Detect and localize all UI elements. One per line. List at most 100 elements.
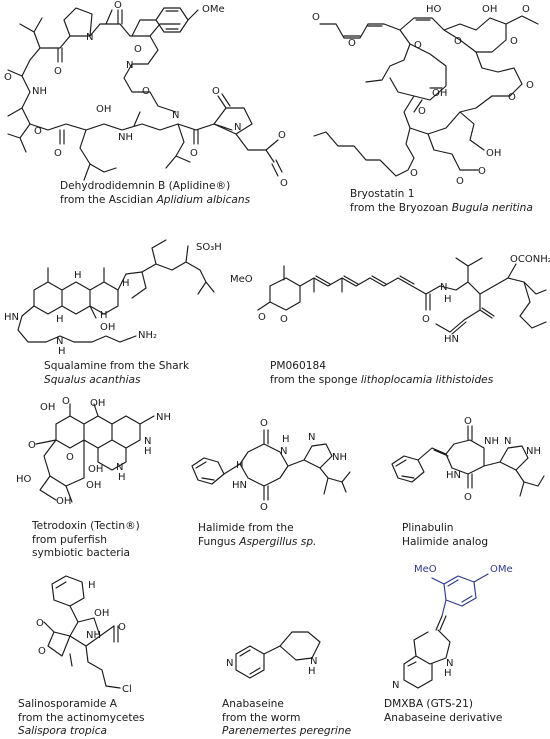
- atom-oh: OH: [96, 104, 111, 115]
- atom-o: O: [114, 0, 122, 11]
- atom-n: N: [280, 446, 287, 457]
- atom-h: H: [444, 668, 452, 679]
- atom-o: O: [260, 502, 268, 513]
- caption-tetrodoxin-line2: from puferfish: [32, 533, 107, 546]
- atom-hn: HN: [4, 312, 19, 323]
- atom-oconh2: OCONH₂: [510, 254, 550, 265]
- atom-oh: OH: [482, 4, 497, 15]
- atom-o: O: [36, 618, 44, 629]
- atom-oh: OH: [56, 496, 71, 507]
- atom-so3h: SO₃H: [196, 242, 222, 253]
- atom-n: N: [144, 436, 151, 447]
- caption-salinosporamide-line3: Salispora tropica: [18, 725, 108, 737]
- atom-o: O: [478, 166, 486, 177]
- atom-n: N: [86, 32, 93, 43]
- caption-pm060184-line2: from the sponge lithoplocamia lithistoid…: [270, 373, 494, 386]
- atom-h: H: [56, 314, 64, 325]
- atom-o: O: [34, 126, 42, 137]
- atom-o: O: [54, 148, 62, 159]
- atom-o: O: [190, 148, 198, 159]
- atom-o: O: [62, 396, 70, 407]
- structure-dmxba: MeO OMe N H N: [392, 564, 513, 691]
- atom-o: O: [280, 178, 288, 189]
- atom-o: O: [278, 130, 286, 141]
- atom-o: O: [260, 418, 268, 429]
- caption-tetrodoxin: Tetrodoxin (Tectin®) from puferfish symb…: [32, 520, 140, 561]
- atom-o: O: [54, 66, 62, 77]
- atom-n: N: [172, 110, 179, 121]
- caption-halimide-line2: Fungus Aspergillus sp.: [198, 535, 317, 548]
- structure-pm060184: MeO O O O N H HN OCONH₂: [230, 254, 550, 345]
- atom-n: N: [56, 336, 63, 347]
- atom-nh2: NH₂: [138, 330, 157, 341]
- caption-salinosporamide-line2: from the actinomycetes: [18, 711, 145, 724]
- caption-aplidine-line1: Dehydrodidemnin B (Aplidine®): [60, 180, 231, 192]
- caption-aplidine-line2: from the Ascidian Aplidium albicans: [60, 193, 251, 206]
- atom-oh: OH: [100, 322, 115, 333]
- caption-plinabulin: Plinabulin Halimide analog: [402, 522, 488, 549]
- atom-o: O: [522, 4, 530, 15]
- atom-o: O: [526, 80, 534, 91]
- caption-pm060184: PM060184 from the sponge lithoplocamia l…: [270, 360, 493, 387]
- atom-n: N: [446, 658, 453, 669]
- caption-anabaseine-line1: Anabaseine: [222, 698, 284, 710]
- atom-oh: OH: [40, 402, 55, 413]
- atom-n: N: [226, 658, 233, 669]
- atom-oh: OH: [90, 398, 105, 409]
- atom-o: O: [38, 646, 46, 657]
- atom-o: O: [118, 622, 126, 633]
- atom-h: H: [100, 310, 108, 321]
- caption-dmxba-line1: DMXBA (GTS-21): [384, 698, 474, 710]
- atom-oh: OH: [88, 464, 103, 475]
- caption-dmxba-line2: Anabaseine derivative: [384, 711, 503, 724]
- atom-n: N: [504, 436, 511, 447]
- atom-n: N: [310, 656, 317, 667]
- structure-salinosporamide: OH O O O NH H Cl: [36, 575, 132, 695]
- atom-h: H: [308, 666, 316, 677]
- caption-tetrodoxin-line1: Tetrodoxin (Tectin®): [32, 520, 140, 532]
- atom-o: O: [142, 86, 150, 97]
- caption-bryostatin: Bryostatin 1 from the Bryozoan Bugula ne…: [350, 188, 533, 215]
- caption-anabaseine-line3: Parenemertes peregrine: [222, 725, 352, 737]
- atom-ome: OMe: [202, 4, 225, 15]
- caption-squalamine-line2: Squalus acanthias: [44, 373, 141, 386]
- atom-h: H: [122, 278, 130, 289]
- atom-hn: HN: [444, 334, 459, 345]
- atom-meo: MeO: [414, 564, 437, 575]
- caption-plinabulin-line1: Plinabulin: [402, 522, 454, 534]
- caption-salinosporamide-line1: Salinosporamide A: [18, 698, 117, 710]
- atom-ho: HO: [16, 474, 32, 485]
- atom-o: O: [66, 452, 74, 463]
- atom-nh: NH: [484, 436, 499, 447]
- caption-anabaseine-line2: from the worm: [222, 711, 301, 724]
- caption-pm060184-line1: PM060184: [270, 360, 326, 372]
- atom-o: O: [312, 12, 320, 23]
- structure-anabaseine: N N H: [226, 631, 321, 679]
- atom-o: O: [4, 72, 12, 83]
- atom-hn: HN: [446, 470, 461, 481]
- caption-halimide: Halimide from the Fungus Aspergillus sp.: [198, 522, 316, 549]
- atom-nh: NH: [156, 412, 171, 423]
- atom-n: N: [392, 680, 399, 691]
- caption-squalamine-line1: Squalamine from the Shark: [44, 360, 190, 372]
- atom-o: O: [212, 86, 220, 97]
- atom-n: N: [126, 60, 133, 71]
- structure-bryostatin: O O O O O O O O O O HO OH OH OH O O: [312, 4, 539, 187]
- atom-n: N: [440, 282, 447, 293]
- atom-o: O: [410, 168, 418, 179]
- structure-halimide: O O N H HN N NH H: [191, 418, 351, 513]
- atom-h: H: [144, 446, 152, 457]
- atom-n: N: [116, 462, 123, 473]
- structure-plinabulin: O O HN NH N NH: [391, 416, 545, 503]
- caption-bryostatin-line2: from the Bryozoan Bugula neritina: [350, 201, 533, 214]
- caption-salinosporamide: Salinosporamide A from the actinomycetes…: [18, 698, 145, 739]
- caption-aplidine: Dehydrodidemnin B (Aplidine®) from the A…: [60, 180, 250, 207]
- caption-bryostatin-line1: Bryostatin 1: [350, 188, 415, 200]
- atom-nh: NH: [32, 86, 47, 97]
- atom-oh: OH: [94, 608, 109, 619]
- atom-o: O: [280, 314, 288, 325]
- atom-o: O: [418, 106, 426, 117]
- atom-h: H: [282, 434, 290, 445]
- atom-h: H: [118, 472, 126, 483]
